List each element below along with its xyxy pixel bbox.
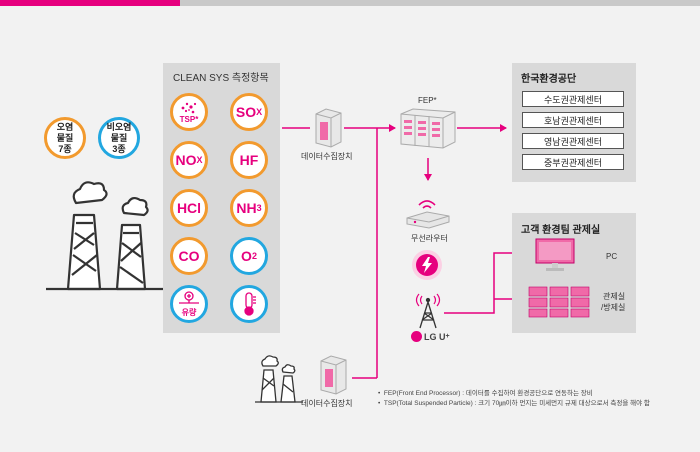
thermometer-icon (244, 292, 256, 316)
factory-smokestacks-icon (46, 181, 164, 291)
sensor-hf: HF (230, 141, 268, 179)
sensor-nox-label: NO (175, 152, 197, 168)
sensor-o2-label: O (241, 248, 252, 264)
footnote-tsp-text: TSP(Total Suspended Particle) : 크기 70㎛이하… (383, 400, 650, 407)
customer-title: 고객 환경팀 관제실 (521, 225, 601, 236)
cell-tower-icon (415, 293, 441, 329)
sensor-sox-label: SO (235, 104, 257, 120)
flow-meter-icon (179, 290, 199, 304)
wireless-router-icon (406, 200, 450, 229)
bullet: • (378, 390, 384, 397)
sensor-tsp-label: TSP* (179, 114, 199, 124)
badge-line: 비오염 (106, 121, 132, 132)
sensor-sox-subscript: X (256, 107, 263, 117)
sensor-temperature (230, 285, 268, 323)
control-room-video-wall-icon (528, 286, 590, 318)
sensor-co-label: CO (178, 248, 200, 264)
fep-server-icon (400, 108, 456, 149)
dust-particle-icon (181, 102, 197, 113)
carrier-name: LG U (424, 331, 446, 342)
region-box-honam: 호남권관제센터 (522, 112, 624, 128)
footnote-tsp: • TSP(Total Suspended Particle) : 크기 70㎛… (378, 397, 650, 407)
fep-label: FEP* (418, 96, 437, 105)
region-box-capital: 수도권관제센터 (522, 91, 624, 107)
carrier-name-sup: + (445, 333, 450, 340)
carrier-logo-mark-icon (411, 331, 422, 342)
polluting-substances-badge: 오염 물질 7종 (44, 117, 86, 159)
sensor-hcl-label: HCl (176, 200, 202, 216)
router-label: 무선라우터 (411, 234, 448, 243)
pc-label: PC (606, 252, 618, 261)
sensor-flow: 유량 (170, 285, 208, 323)
data-collector-device-icon (315, 108, 342, 148)
non-polluting-substances-badge: 비오염 물질 3종 (98, 117, 140, 159)
sensor-hcl: HCl (170, 189, 208, 227)
lightning-bolt-icon (412, 250, 442, 280)
bullet: • (378, 400, 384, 407)
region-box-yeongnam: 영남권관제센터 (522, 133, 624, 149)
sensor-o2-subscript: 2 (251, 251, 257, 261)
region-box-central: 중부권관제센터 (522, 154, 624, 170)
data-collector-label-1: 데이터수집장치 (301, 152, 353, 161)
top-bar (0, 0, 700, 6)
sensor-co: CO (170, 237, 208, 275)
data-collector-device-icon (320, 355, 347, 395)
sensor-flow-label: 유량 (181, 307, 197, 317)
badge-line: 물질 (110, 132, 128, 143)
control-room-label-1: 관제실 (603, 292, 626, 301)
sensor-nox-subscript: X (196, 155, 203, 165)
pc-monitor-icon (535, 238, 575, 271)
top-accent-bar (0, 0, 180, 6)
badge-line: 오염 (56, 121, 74, 132)
footnote-fep-text: FEP(Front End Processor) : 데이터를 수집하여 환경공… (383, 390, 593, 397)
badge-line: 물질 (56, 132, 74, 143)
data-collector-label-2: 데이터수집장치 (301, 399, 353, 408)
small-factory-icon (255, 355, 303, 403)
badge-line: 7종 (58, 143, 72, 154)
badge-line: 3종 (112, 143, 126, 154)
sensor-tsp: TSP* (170, 93, 208, 131)
agency-title: 한국환경공단 (521, 74, 577, 85)
sensor-nh3-subscript: 3 (256, 203, 262, 213)
sensor-nh3-label: NH (236, 200, 257, 216)
sensor-hf-label: HF (239, 152, 259, 168)
control-room-label-2: /방제실 (601, 303, 626, 312)
carrier-logo: LG U + (411, 331, 450, 342)
footnote-fep: • FEP(Front End Processor) : 데이터를 수집하여 환… (378, 387, 593, 397)
clean-sys-title: CLEAN SYS 측정항목 (173, 73, 269, 84)
